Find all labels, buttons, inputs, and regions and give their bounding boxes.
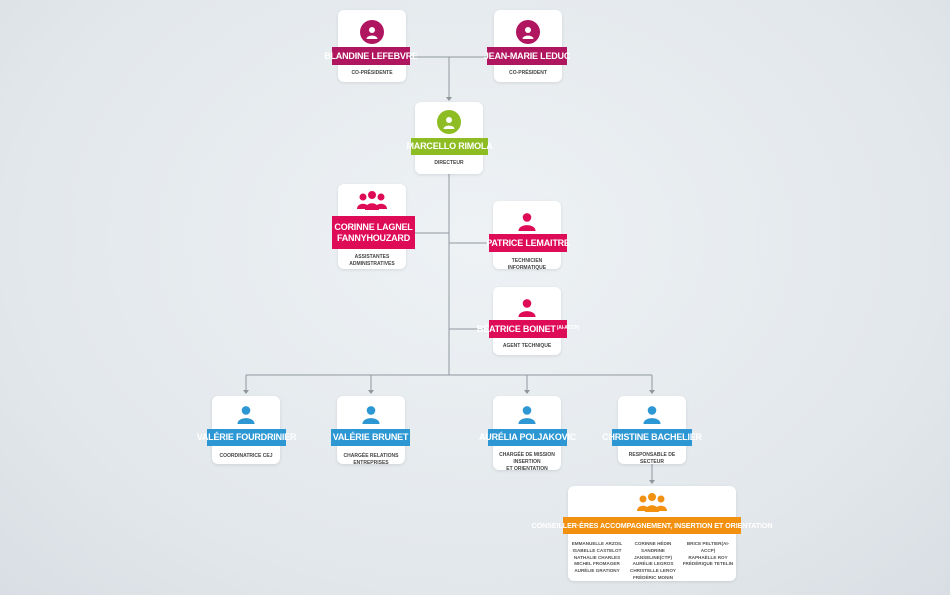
name-label: BLANDINE LEFEBVRE <box>324 47 418 65</box>
person-icon <box>640 402 664 426</box>
team-member: FRÉDÉRIQUE TETELIN <box>682 561 734 567</box>
team-member: EMMANUELLE ARZOIL <box>571 541 623 546</box>
org-card-co-president-2: CO-PRÉSIDENT <box>494 10 562 82</box>
role-label: RESPONSABLE DE SECTEUR <box>628 452 676 465</box>
group-icon <box>635 492 669 517</box>
name-suffix: (AI-ACCP) <box>556 325 580 331</box>
name-label: PATRICE LEMAITRE <box>486 234 570 252</box>
person-icon <box>515 402 539 426</box>
name-label: MARCELLO RIMOLA <box>407 138 493 155</box>
team-member: MICHEL FROMAGER <box>574 561 620 567</box>
team-member: RAPHAËLLE ROY <box>688 554 728 560</box>
team-member: ISABELLE CASTELOT <box>572 547 622 553</box>
person-icon <box>437 110 461 134</box>
role-label: DIRECTEUR <box>434 160 464 166</box>
role-line: CHARGÉE DE MISSION INSERTION <box>499 452 555 465</box>
arrowhead <box>368 390 374 394</box>
role-label: CHARGÉE RELATIONS ENTREPRISES <box>343 453 399 466</box>
person-icon <box>515 295 539 319</box>
role-label: CHARGÉE DE MISSION INSERTION ET ORIENTAT… <box>493 452 561 473</box>
name-label: VALÉRIE BRUNET <box>331 429 410 446</box>
name-label: BÉATRICE BOINET(AI-ACCP) <box>477 320 579 338</box>
person-icon <box>359 402 383 426</box>
arrowhead <box>524 390 530 394</box>
name-label: CHRISTINE BACHELIER <box>602 429 702 446</box>
role-label: CO-PRÉSIDENT <box>509 70 547 76</box>
team-member: FRÉDÉRIC MONIN <box>632 574 674 580</box>
name-label: JEAN-MARIE LEDUC <box>484 47 570 65</box>
team-member: NATHALIE CHARLES <box>573 554 621 560</box>
arrowhead <box>446 97 452 101</box>
team-member: AURÉLIE GRATIONY <box>574 568 620 574</box>
team-member: BRICE PELTIER(AI-ACCP) <box>686 541 730 553</box>
role-label: COORDINATRICE CEJ <box>219 453 273 459</box>
arrowhead <box>649 390 655 394</box>
name-line: FANNYHOUZARD <box>336 232 411 243</box>
role-label: ASSISTANTES ADMINISTRATIVES <box>349 254 395 267</box>
org-card-co-president-1: CO-PRÉSIDENTE <box>338 10 406 82</box>
name-text: BÉATRICE BOINET <box>476 323 556 334</box>
team-title: CONSEILLER·ÈRES ACCOMPAGNEMENT, INSERTIO… <box>532 517 773 534</box>
team-column-3: BRICE PELTIER(AI-ACCP) RAPHAËLLE ROY FRÉ… <box>680 541 736 568</box>
name-line: CORINNE LAGNEL <box>334 221 413 232</box>
team-member: AURÉLIE LEGROS <box>632 561 674 567</box>
person-icon <box>516 20 540 44</box>
name-label: VALÉRIE FOURDRINIER <box>197 429 296 446</box>
role-label: AGENT TECHNIQUE <box>502 343 552 349</box>
arrowhead <box>649 480 655 484</box>
team-member: SANDRINE JANSELINE(CTP) <box>633 547 673 560</box>
role-line: ET ORIENTATION <box>506 466 548 472</box>
role-label: TECHNICIEN INFORMATIQUE <box>507 258 547 271</box>
person-icon <box>515 209 539 233</box>
name-label: CORINNE LAGNEL FANNYHOUZARD <box>332 216 415 249</box>
name-label: AURÉLIA POLJAKOVIC <box>479 429 576 446</box>
team-column-2: CORINNE HÉDIN SANDRINE JANSELINE(CTP) AU… <box>624 541 682 582</box>
team-column-1: EMMANUELLE ARZOIL ISABELLE CASTELOT NATH… <box>568 541 626 575</box>
group-icon <box>355 190 389 215</box>
team-member: CORINNE HÉDIN <box>634 541 672 546</box>
person-icon <box>234 402 258 426</box>
person-icon <box>360 20 384 44</box>
role-label: CO-PRÉSIDENTE <box>351 70 393 76</box>
team-member: CHRISTELLE LEROY <box>630 568 676 574</box>
arrowhead <box>243 390 249 394</box>
